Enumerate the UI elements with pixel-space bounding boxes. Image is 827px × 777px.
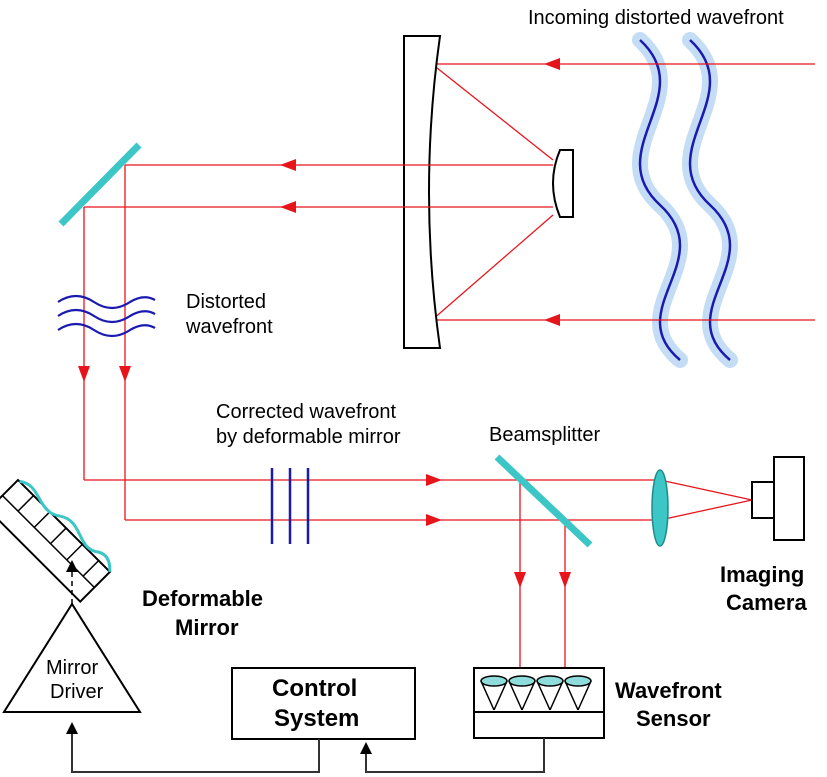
mirror-driver (2, 602, 142, 713)
telescope-rays (431, 58, 815, 326)
distorted-wavefront-label-line1: Distorted (186, 291, 266, 313)
wavefront-sensor-label-line2: Sensor (636, 706, 711, 731)
imaging-lens (651, 469, 669, 547)
incoming-wave-2 (688, 39, 732, 361)
control-wiring (66, 722, 545, 773)
mirror-driver-label-line1: Mirror (46, 657, 99, 679)
arrow-incoming-top (544, 58, 560, 70)
wavefront-sensor (473, 667, 605, 739)
beamsplitter-label: Beamsplitter (489, 424, 600, 446)
control-system-box (231, 667, 416, 740)
secondary-mirror (552, 149, 574, 218)
incoming-wavefront-graphic (632, 32, 738, 368)
control-system-label-line1: Control (272, 675, 357, 702)
deformable-mirror-label-line2: Mirror (175, 615, 239, 640)
deformable-mirror-label-line1: Deformable (142, 586, 263, 611)
corrected-wavefront-graphic (270, 468, 310, 544)
arrow-incoming-bottom (544, 314, 560, 326)
imaging-camera-label-line1: Imaging (720, 562, 804, 587)
control-system-label-line2: System (274, 705, 359, 732)
imaging-camera-label-line2: Camera (726, 590, 807, 615)
wavefront-sensor-label-line1: Wavefront (615, 678, 722, 703)
corrected-wavefront-label-line2: by deformable mirror (216, 426, 401, 448)
corrected-rays (84, 474, 753, 668)
corrected-wavefront-label-line1: Corrected wavefront (216, 401, 397, 423)
deformable-mirror (0, 478, 112, 604)
beamsplitter (494, 454, 593, 548)
incoming-wavefront-label: Incoming distorted wavefront (528, 7, 784, 29)
incoming-wave-1 (638, 39, 682, 361)
primary-mirror (403, 35, 442, 349)
imaging-camera (751, 456, 805, 541)
lenslet-array (480, 675, 592, 711)
fold-rays (78, 159, 553, 520)
distorted-wavefront-label-line2: wavefront (185, 316, 273, 338)
distorted-wavefront-graphic (57, 294, 156, 338)
mirror-driver-label-line2: Driver (50, 681, 104, 703)
fold-mirror (58, 142, 142, 227)
